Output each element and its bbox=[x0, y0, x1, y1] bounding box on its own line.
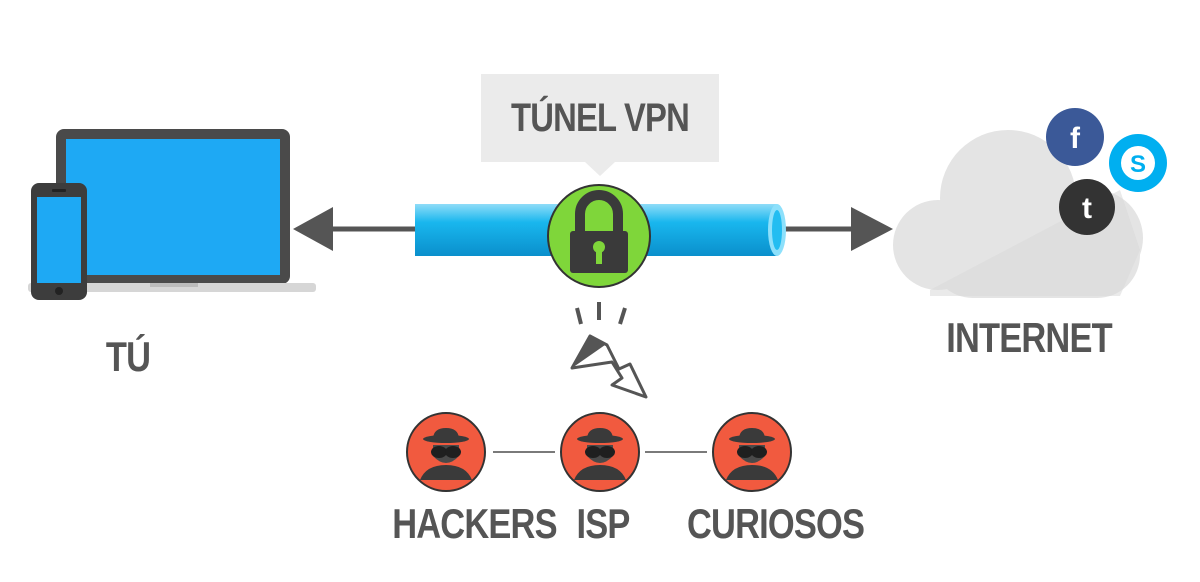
svg-text:t: t bbox=[1082, 192, 1092, 225]
arrow-to-internet bbox=[780, 207, 893, 251]
tunnel-label-box bbox=[481, 74, 719, 176]
svg-text:S: S bbox=[1130, 151, 1146, 178]
snooper-label-isp: ISP bbox=[576, 500, 630, 547]
arrow-to-you bbox=[293, 207, 415, 251]
twitter-icon: t bbox=[1059, 179, 1115, 235]
isp-spy-icon bbox=[560, 412, 640, 492]
internet-label: INTERNET bbox=[946, 314, 1112, 361]
curious-spy-icon bbox=[712, 412, 792, 492]
lock-icon bbox=[547, 184, 651, 288]
phone-icon bbox=[31, 183, 87, 300]
hacker-spy-icon bbox=[406, 412, 486, 492]
tunnel-label: TÚNEL VPN bbox=[511, 96, 690, 140]
svg-text:f: f bbox=[1070, 122, 1081, 155]
skype-icon: S bbox=[1109, 134, 1167, 192]
snooper-label-curiosos: CURIOSOS bbox=[687, 500, 865, 547]
impact-lines-icon bbox=[575, 302, 627, 325]
cloud-icon bbox=[893, 130, 1143, 298]
deflected-arrow-icon bbox=[570, 334, 648, 399]
laptop-icon bbox=[28, 129, 316, 292]
facebook-icon: f bbox=[1046, 108, 1104, 166]
snooper-label-hackers: HACKERS bbox=[392, 500, 557, 547]
you-label: TÚ bbox=[105, 333, 151, 380]
